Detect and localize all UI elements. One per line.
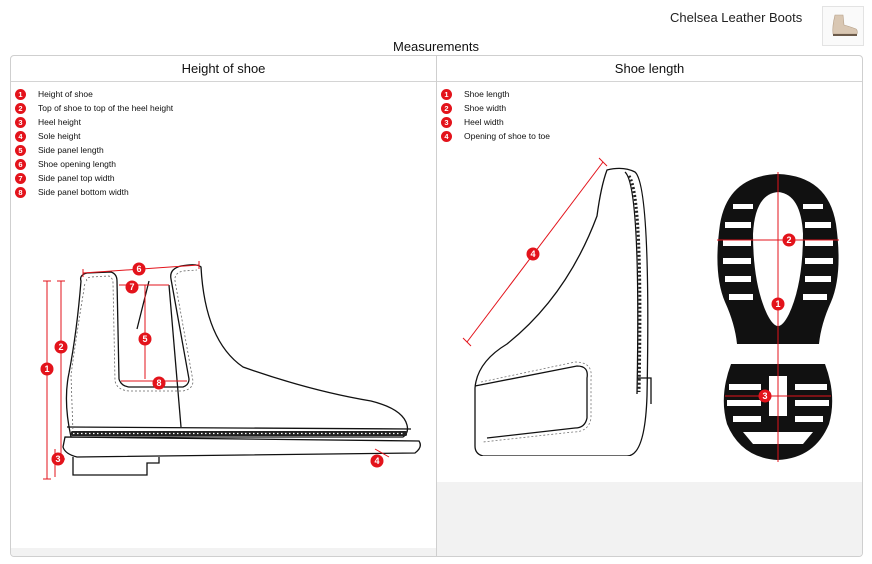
- marker-1: 1: [40, 362, 54, 376]
- legend-item: 3 Heel height: [15, 115, 436, 129]
- marker-6: 6: [132, 262, 146, 276]
- marker-3: 3: [51, 452, 65, 466]
- marker-label: 3: [762, 391, 767, 401]
- legend-item: 2 Top of shoe to top of the heel height: [15, 101, 436, 115]
- legend-item: 7 Side panel top width: [15, 171, 436, 185]
- legend-number-badge: 5: [15, 144, 26, 156]
- marker-2: 2: [54, 340, 68, 354]
- legend-number-badge: 3: [15, 116, 26, 128]
- legend-item: 1 Shoe length: [441, 87, 862, 101]
- product-name: Chelsea Leather Boots: [670, 10, 803, 25]
- boot-sole-view-diagram: 1 2 3: [717, 172, 839, 462]
- legend-number-badge: 4: [441, 130, 452, 142]
- marker-label: 3: [55, 454, 60, 464]
- marker-1: 1: [771, 297, 785, 311]
- panel-footer: [11, 548, 436, 556]
- marker-label: 1: [775, 299, 780, 309]
- marker-4: 4: [370, 454, 384, 468]
- legend-number-badge: 6: [15, 158, 26, 170]
- length-panel: Shoe length 1 Shoe length 2 Shoe width 3 He…: [437, 56, 862, 556]
- marker-label: 6: [136, 264, 141, 274]
- legend-number-badge: 3: [441, 116, 452, 128]
- height-legend: 1 Height of shoe 2 Top of shoe to top of t…: [11, 82, 436, 199]
- legend-item: 4 Sole height: [15, 129, 436, 143]
- legend-label: Side panel length: [38, 145, 104, 155]
- legend-label: Heel height: [38, 117, 82, 127]
- marker-2: 2: [782, 233, 796, 247]
- length-panel-title: Shoe length: [437, 56, 862, 82]
- panel-footer-area: [437, 482, 862, 556]
- height-panel: Height of shoe 1 Height of shoe 2 Top of s…: [11, 56, 437, 556]
- marker-4: 4: [526, 247, 540, 261]
- height-panel-title: Height of shoe: [11, 56, 436, 82]
- legend-number-badge: 1: [441, 88, 452, 100]
- legend-number-badge: 4: [15, 130, 26, 142]
- legend-item: 6 Shoe opening length: [15, 157, 436, 171]
- legend-number-badge: 7: [15, 172, 26, 184]
- marker-7: 7: [125, 280, 139, 294]
- marker-label: 1: [44, 364, 49, 374]
- legend-label: Side panel top width: [38, 173, 115, 183]
- legend-item: 2 Shoe width: [441, 101, 862, 115]
- legend-item: 3 Heel width: [441, 115, 862, 129]
- marker-label: 4: [374, 456, 379, 466]
- marker-8: 8: [152, 376, 166, 390]
- legend-label: Top of shoe to top of the heel height: [38, 103, 174, 113]
- boot-tilted-view-diagram: 4: [462, 157, 652, 456]
- legend-item: 8 Side panel bottom width: [15, 185, 436, 199]
- legend-number-badge: 2: [15, 102, 26, 114]
- marker-3: 3: [758, 389, 772, 403]
- legend-number-badge: 2: [441, 102, 452, 114]
- legend-number-badge: 8: [15, 186, 26, 198]
- length-legend: 1 Shoe length 2 Shoe width 3 Heel width 4 Op…: [437, 82, 862, 143]
- legend-label: Height of shoe: [38, 89, 93, 99]
- marker-5: 5: [138, 332, 152, 346]
- legend-label: Side panel bottom width: [38, 187, 129, 197]
- legend-item: 4 Opening of shoe to toe: [441, 129, 862, 143]
- marker-label: 5: [142, 334, 147, 344]
- legend-label: Shoe width: [464, 103, 507, 113]
- legend-label: Shoe length: [464, 89, 510, 99]
- legend-number-badge: 1: [15, 88, 26, 100]
- boot-thumbnail-icon[interactable]: [822, 6, 864, 46]
- legend-label: Heel width: [464, 117, 504, 127]
- legend-label: Shoe opening length: [38, 159, 116, 169]
- marker-label: 4: [530, 249, 535, 259]
- page-title: Measurements: [393, 39, 479, 54]
- marker-label: 8: [156, 378, 161, 388]
- legend-label: Sole height: [38, 131, 81, 141]
- boot-side-view-diagram: 1 2 3 4 5 6 7 8: [40, 261, 421, 480]
- marker-label: 7: [129, 282, 134, 292]
- marker-label: 2: [58, 342, 63, 352]
- legend-label: Opening of shoe to toe: [464, 131, 551, 141]
- legend-item: 5 Side panel length: [15, 143, 436, 157]
- marker-label: 2: [786, 235, 791, 245]
- measurements-frame: Height of shoe 1 Height of shoe 2 Top of s…: [10, 55, 863, 557]
- legend-item: 1 Height of shoe: [15, 87, 436, 101]
